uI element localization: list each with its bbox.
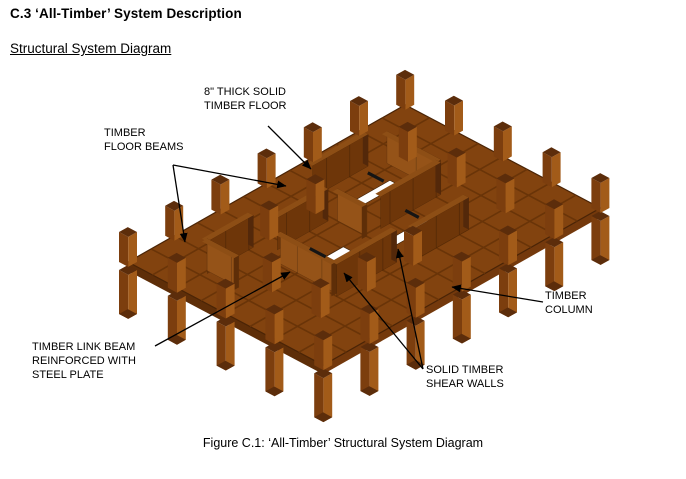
label-line: SHEAR WALLS	[426, 378, 504, 390]
label-line: 8" THICK SOLID	[204, 86, 286, 98]
label-timber-floor: 8" THICK SOLID TIMBER FLOOR	[204, 85, 287, 113]
subsection-heading: Structural System Diagram	[10, 41, 172, 56]
section-heading: C.3 ‘All-Timber’ System Description	[10, 6, 242, 21]
label-line: FLOOR BEAMS	[104, 141, 184, 153]
label-timber-floor-beams: TIMBER FLOOR BEAMS	[104, 126, 183, 154]
label-solid-timber-shear-walls: SOLID TIMBER SHEAR WALLS	[426, 363, 504, 391]
leader-lines	[154, 125, 544, 370]
label-line: SOLID TIMBER	[426, 364, 504, 376]
label-line: REINFORCED WITH	[32, 355, 136, 367]
label-line: COLUMN	[545, 304, 593, 316]
label-line: TIMBER FLOOR	[204, 100, 287, 112]
timber-columns-below	[119, 211, 610, 423]
label-line: TIMBER LINK BEAM	[32, 341, 136, 353]
timber-columns-above	[119, 69, 610, 371]
timber-link-beams	[309, 171, 420, 259]
label-timber-column: TIMBER COLUMN	[545, 289, 593, 317]
label-line: TIMBER	[545, 290, 587, 302]
figure-caption: Figure C.1: ‘All-Timber’ Structural Syst…	[202, 436, 484, 450]
label-line: STEEL PLATE	[32, 369, 104, 381]
label-line: TIMBER	[104, 127, 146, 139]
label-timber-link-beam: TIMBER LINK BEAM REINFORCED WITH STEEL P…	[32, 340, 136, 382]
